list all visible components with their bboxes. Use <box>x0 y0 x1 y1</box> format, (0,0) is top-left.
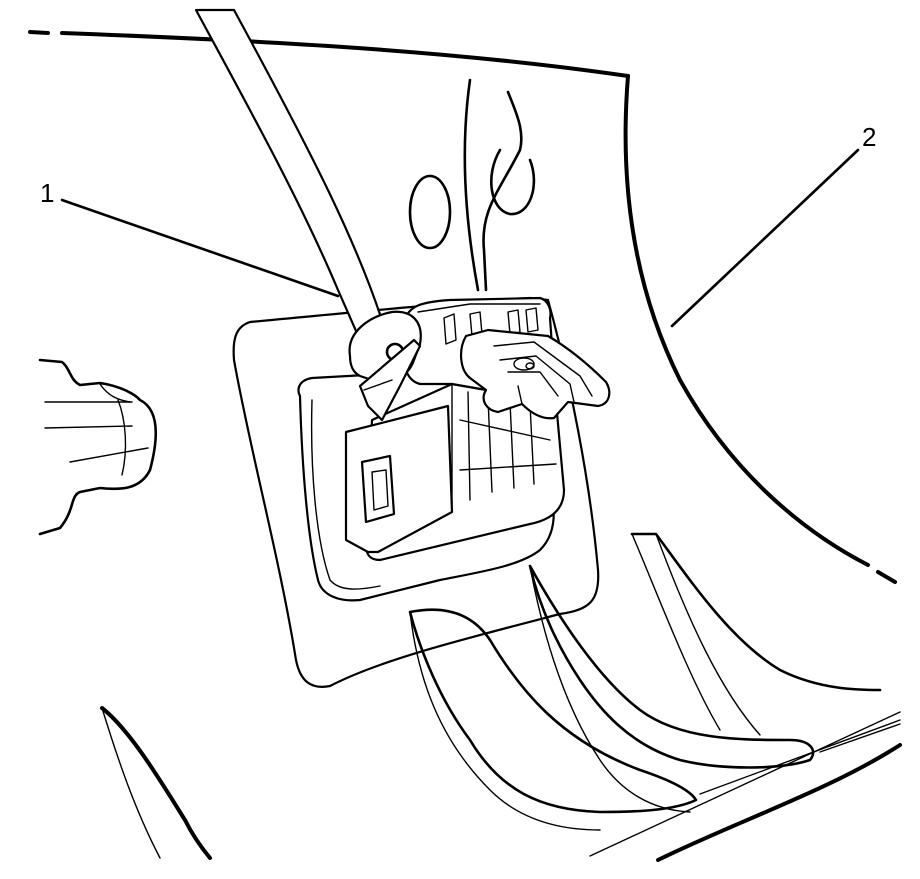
callout-1: 1 <box>40 178 54 208</box>
leader-line-1 <box>60 198 340 298</box>
leader-line-2 <box>670 148 860 328</box>
tool <box>194 8 422 422</box>
lower-ribs <box>408 532 902 862</box>
lower-left-edge <box>100 706 212 860</box>
callout-2: 2 <box>862 122 876 152</box>
leader-lines <box>60 148 860 328</box>
left-bracket <box>38 358 157 536</box>
body-panel <box>28 30 897 584</box>
locking-clip <box>460 328 611 420</box>
